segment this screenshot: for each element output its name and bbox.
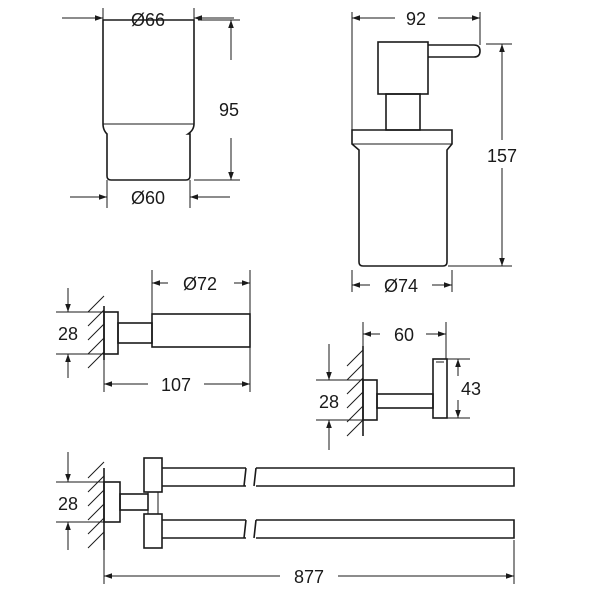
- robe-hook-drawing: 60 43 28: [316, 322, 481, 450]
- towel-bar-lower-rail: [162, 519, 515, 539]
- holder-wall-plate: [103, 311, 119, 355]
- dispenser-diameter-label: Ø74: [384, 276, 418, 296]
- dispenser-bottle: [351, 129, 453, 267]
- hook-wall-plate: [362, 379, 378, 421]
- wall-hatch-2: [346, 349, 364, 437]
- hook-height-label: 43: [461, 379, 481, 399]
- hook-projection-label: 60: [394, 325, 414, 345]
- holder-diameter-label: Ø72: [183, 274, 217, 294]
- holder-depth-label: 107: [161, 375, 191, 395]
- soap-dispenser-drawing: 92 157 Ø74: [351, 9, 517, 296]
- wall-hatch-1: [87, 295, 105, 369]
- towel-bar-length-label: 877: [294, 567, 324, 587]
- towel-bar-upper-rail: [162, 467, 515, 487]
- dispenser-pump-head: [377, 41, 429, 95]
- dispenser-neck: [385, 93, 421, 131]
- towel-bar-wall-height-label: 28: [58, 494, 78, 514]
- towel-bar-wall-plate: [103, 481, 121, 523]
- holder-arm: [117, 322, 153, 344]
- hook-wall-height-label: 28: [319, 392, 339, 412]
- towel-bar-pivot: [119, 493, 149, 511]
- hook-head: [432, 358, 448, 419]
- tumbler-body: [102, 19, 195, 181]
- tumbler-height-label: 95: [219, 100, 239, 120]
- tumbler-drawing: Ø66 95 Ø60: [62, 8, 240, 208]
- tumbler-holder-drawing: Ø72 28 107: [56, 270, 251, 395]
- towel-bar-upper-clamp: [143, 457, 163, 493]
- hook-arm: [376, 393, 434, 409]
- towel-bar-lower-clamp: [143, 513, 163, 549]
- tumbler-bottom-diameter-label: Ø60: [131, 188, 165, 208]
- dispenser-spout: [428, 44, 481, 58]
- wall-hatch-3: [87, 461, 105, 549]
- holder-ring: [151, 313, 251, 348]
- dispenser-width-label: 92: [406, 9, 426, 29]
- dispenser-height-label: 157: [487, 146, 517, 166]
- holder-wall-height-label: 28: [58, 324, 78, 344]
- tumbler-top-diameter-label: Ø66: [131, 10, 165, 30]
- towel-bar-drawing: 28 877: [56, 452, 515, 587]
